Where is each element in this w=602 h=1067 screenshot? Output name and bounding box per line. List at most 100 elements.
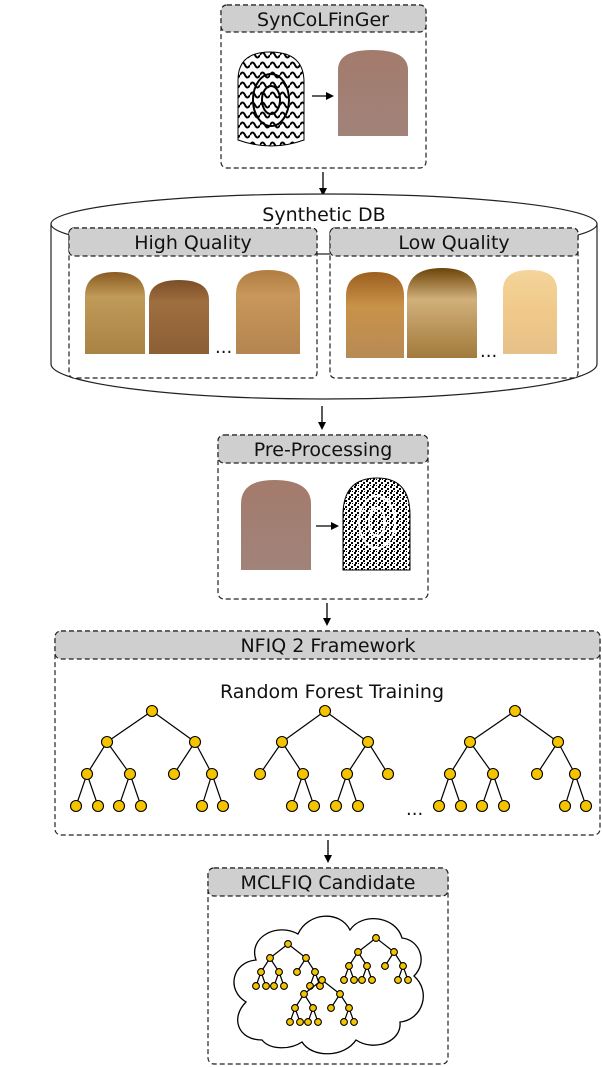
tree-node <box>123 767 137 781</box>
tree-node <box>195 799 209 813</box>
nfiq2-title: NFIQ 2 Framework <box>240 635 415 657</box>
tree-node <box>361 735 375 749</box>
tree-edge <box>173 741 196 775</box>
tree-icon <box>252 940 324 990</box>
tree-node <box>399 962 407 970</box>
random-forest <box>69 704 593 813</box>
tree-node <box>432 799 446 813</box>
tree-node <box>390 948 398 956</box>
nfiq2-header <box>54 630 601 660</box>
tree-node <box>205 767 219 781</box>
finger-image <box>241 480 311 570</box>
tree-node <box>145 704 159 718</box>
tree-node <box>100 735 114 749</box>
preprocessing-title: Pre-Processing <box>254 439 393 461</box>
tree-node <box>340 767 354 781</box>
tree-node <box>253 767 267 781</box>
tree-edge <box>281 741 304 775</box>
tree-node <box>80 767 94 781</box>
stage-synthetic-db: Synthetic DB High Quality ... Low Qualit… <box>50 193 598 400</box>
stage-preprocessing: Pre-Processing <box>217 434 429 600</box>
tree-node <box>318 976 326 984</box>
syncolfinger-title: SynCoLFinGer <box>257 9 389 31</box>
tree-node <box>91 799 105 813</box>
mclfiq-title: MCLFIQ Candidate <box>241 872 416 894</box>
tree-node <box>368 976 376 984</box>
nfiq2-subtitle: Random Forest Training <box>220 681 444 703</box>
mclfiq-forest <box>252 934 412 1026</box>
tree-edge <box>106 710 153 743</box>
tree-node <box>266 954 274 962</box>
tree-node <box>216 799 230 813</box>
binarized-fingerprint-icon <box>342 477 411 571</box>
tree-node <box>188 735 202 749</box>
tree-node <box>340 976 348 984</box>
tree-node <box>530 767 544 781</box>
tree-edge <box>449 741 471 775</box>
tree-node <box>372 934 380 942</box>
tree-node <box>443 767 457 781</box>
fingerprint-icon <box>237 51 305 147</box>
tree-node <box>568 767 582 781</box>
tree-icon <box>340 934 412 984</box>
tree-edge <box>536 741 559 775</box>
tree-node <box>358 976 366 984</box>
tree-node <box>350 976 358 984</box>
tree-node <box>275 735 289 749</box>
hq-finger-3 <box>236 270 300 354</box>
tree-node <box>252 982 260 990</box>
tree-node <box>497 799 511 813</box>
tree-edge <box>324 710 369 743</box>
syncolfinger-header <box>220 4 427 33</box>
tree-node <box>579 799 593 813</box>
tree-node <box>304 1018 312 1026</box>
tree-edge <box>469 741 494 775</box>
tree-node <box>275 968 283 976</box>
tree-node <box>454 799 468 813</box>
high-quality-header <box>68 227 318 257</box>
tree-node <box>463 735 477 749</box>
tree-node <box>475 799 489 813</box>
nfiq2-ellipsis: ... <box>406 799 423 820</box>
tree-edge <box>469 710 516 743</box>
tree-node <box>351 799 365 813</box>
tree-node <box>296 767 310 781</box>
tree-node <box>280 982 288 990</box>
tree-node <box>381 767 395 781</box>
tree-icon <box>253 704 395 813</box>
tree-node <box>327 1004 335 1012</box>
tree-edge <box>151 710 196 743</box>
lq-ellipsis: ... <box>480 341 497 362</box>
tree-node <box>394 976 402 984</box>
tree-node <box>309 1004 317 1012</box>
tree-node <box>318 704 332 718</box>
tree-icon <box>69 704 230 813</box>
lq-finger-1 <box>346 272 404 358</box>
tree-node <box>69 799 83 813</box>
tree-edge <box>259 741 283 775</box>
tree-node <box>558 799 572 813</box>
tree-node <box>311 968 319 976</box>
tree-node <box>286 1018 294 1026</box>
tree-edge <box>514 710 559 743</box>
tree-node <box>306 982 314 990</box>
lq-finger-3 <box>503 270 557 354</box>
tree-node <box>486 767 500 781</box>
tree-node <box>284 940 292 948</box>
synthetic-db-title: Synthetic DB <box>262 204 385 226</box>
tree-node <box>314 1018 322 1026</box>
hq-finger-1 <box>85 272 145 354</box>
tree-node <box>363 962 371 970</box>
tree-node <box>285 799 299 813</box>
stage-mclfiq: MCLFIQ Candidate <box>207 867 449 1065</box>
low-quality-header <box>329 227 579 257</box>
tree-node <box>262 982 270 990</box>
tree-node <box>167 767 181 781</box>
high-quality-label: High Quality <box>134 232 252 254</box>
tree-node <box>508 704 522 718</box>
tree-edge <box>367 741 389 775</box>
tree-node <box>336 990 344 998</box>
tree-node <box>345 1004 353 1012</box>
tree-node <box>340 1018 348 1026</box>
